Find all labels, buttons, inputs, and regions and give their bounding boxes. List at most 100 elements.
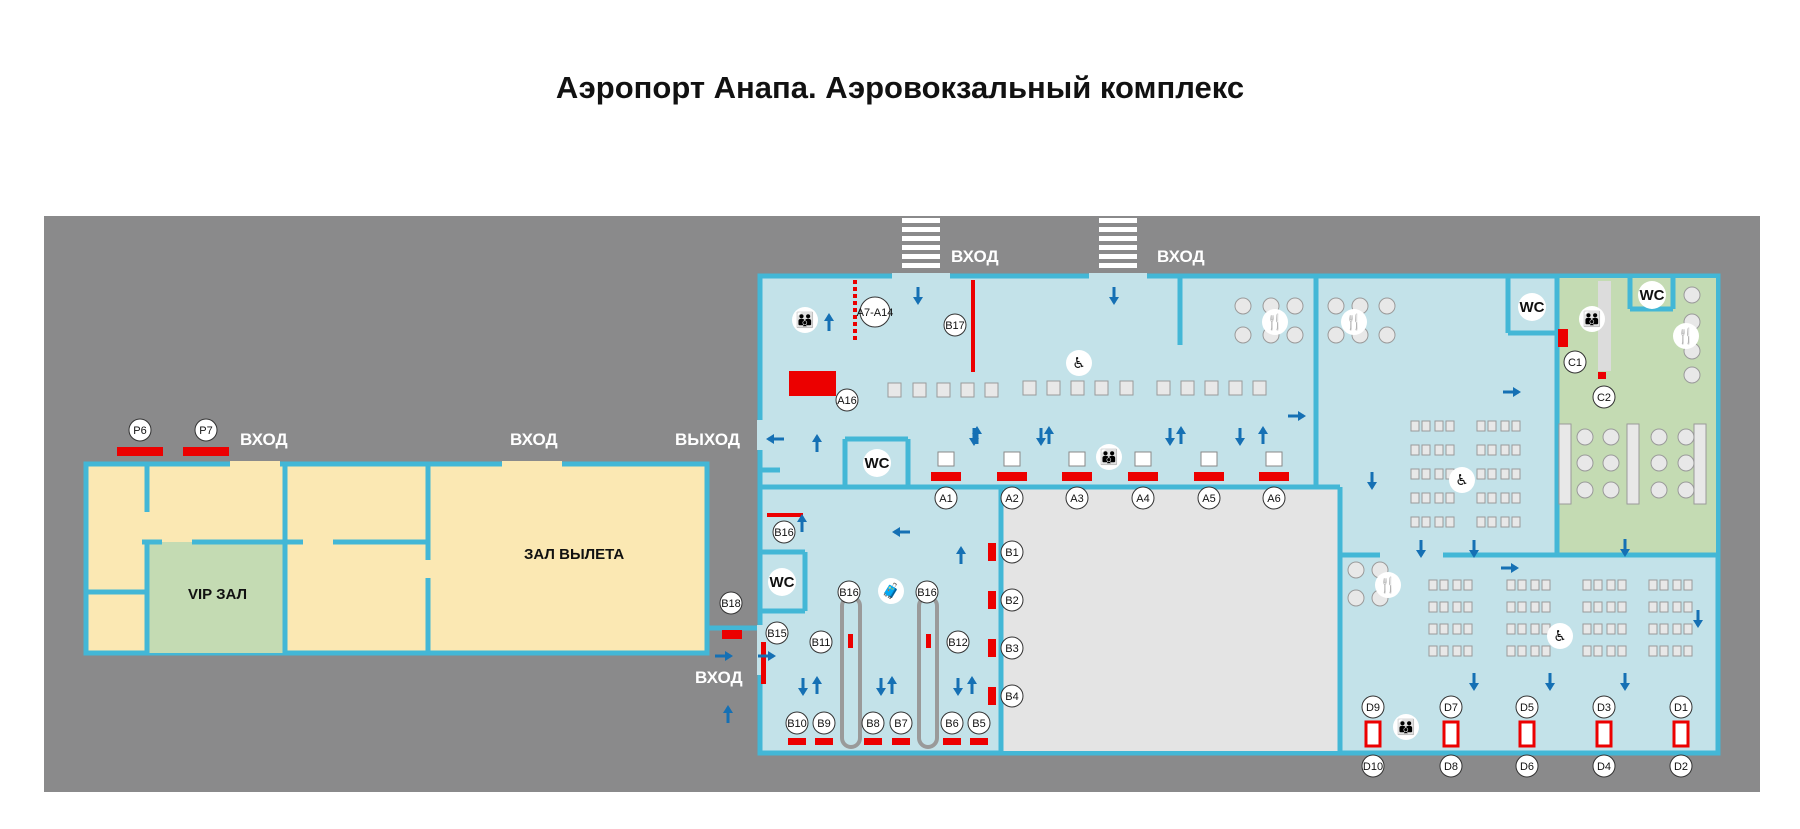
wc-badge-4: WC xyxy=(1638,281,1666,309)
gate-counter xyxy=(1595,720,1613,748)
kiosk xyxy=(1134,451,1152,467)
arrow-icon xyxy=(1367,472,1377,490)
svg-text:🍴: 🍴 xyxy=(1345,313,1364,331)
baby-room-icon: 👪 xyxy=(792,307,818,333)
seat xyxy=(1452,579,1462,591)
cafe-table xyxy=(1683,286,1701,304)
seat xyxy=(1517,601,1527,613)
wc-badge-1: WC xyxy=(863,449,891,477)
cafe-table xyxy=(1234,326,1252,344)
svg-text:D6: D6 xyxy=(1520,761,1534,773)
checkin-counter xyxy=(1062,472,1092,481)
svg-text:D1: D1 xyxy=(1674,702,1688,714)
seat xyxy=(1541,645,1551,657)
seat xyxy=(1530,645,1540,657)
seat xyxy=(1434,420,1444,432)
crosswalk-1 xyxy=(902,218,940,268)
seat xyxy=(1410,492,1420,504)
seat xyxy=(1421,492,1431,504)
gate-label: A4 xyxy=(1131,486,1155,510)
gate-label: B4 xyxy=(1000,684,1024,708)
gate-label: B10 xyxy=(785,711,809,735)
seat xyxy=(1517,579,1527,591)
arrow-icon xyxy=(797,514,807,532)
svg-text:A5: A5 xyxy=(1202,493,1215,505)
seat xyxy=(1506,645,1516,657)
seat xyxy=(1659,623,1669,635)
gate-counter xyxy=(943,738,961,745)
checkin-counter xyxy=(1259,472,1289,481)
gate-label: B17 xyxy=(943,313,967,337)
seat xyxy=(1022,380,1037,396)
arrow-icon xyxy=(1165,428,1175,446)
gate-label: A6 xyxy=(1262,486,1286,510)
arrow-icon xyxy=(1469,540,1479,558)
gate-label: B7 xyxy=(889,711,913,735)
svg-text:♿: ♿ xyxy=(1553,627,1566,645)
seat xyxy=(1463,601,1473,613)
seat xyxy=(1582,601,1592,613)
seat xyxy=(1506,579,1516,591)
kiosk xyxy=(1068,451,1086,467)
seat xyxy=(1606,579,1616,591)
gate-label: B15 xyxy=(765,621,789,645)
svg-text:A2: A2 xyxy=(1005,493,1018,505)
carousel-marker xyxy=(926,634,931,648)
cafe-table xyxy=(1576,454,1594,472)
gate-label: B16 xyxy=(772,520,796,544)
arrow-icon xyxy=(1693,610,1703,628)
svg-text:WC: WC xyxy=(1520,299,1545,316)
seat xyxy=(1410,444,1420,456)
arrow-icon xyxy=(1503,387,1521,397)
arrow-icon xyxy=(1469,673,1479,691)
seat xyxy=(1452,623,1462,635)
landside-door-gaps xyxy=(230,461,562,467)
counter-P7 xyxy=(183,447,229,456)
arrow-icon xyxy=(1620,539,1630,557)
cafe-table xyxy=(1378,326,1396,344)
seat xyxy=(1476,492,1486,504)
seat xyxy=(1439,579,1449,591)
arrow-icon xyxy=(766,434,784,444)
svg-text:A3: A3 xyxy=(1070,493,1083,505)
seat xyxy=(1421,468,1431,480)
gate-label: D6 xyxy=(1515,754,1539,778)
gate-label: B5 xyxy=(967,711,991,735)
seat xyxy=(1617,623,1627,635)
seat xyxy=(1511,468,1521,480)
seat xyxy=(1487,468,1497,480)
seat xyxy=(1517,645,1527,657)
gate-label: A1 xyxy=(934,486,958,510)
arrow-icon xyxy=(758,651,776,661)
seat xyxy=(984,382,999,398)
seat xyxy=(1617,601,1627,613)
svg-text:C1: C1 xyxy=(1568,357,1582,369)
svg-text:B15: B15 xyxy=(767,628,787,640)
arrow-icon xyxy=(969,428,979,446)
entrance-label-5: ВХОД xyxy=(695,668,743,687)
cafe-table xyxy=(1234,297,1252,315)
seat xyxy=(1434,492,1444,504)
seat xyxy=(1439,645,1449,657)
seat xyxy=(1672,579,1682,591)
svg-text:B16: B16 xyxy=(774,527,794,539)
baby-room-icon: 👪 xyxy=(1579,306,1605,332)
svg-text:B7: B7 xyxy=(894,718,907,730)
gate-counter xyxy=(892,738,910,745)
svg-text:B16: B16 xyxy=(917,587,937,599)
seat xyxy=(1421,420,1431,432)
entrance-label-2: ВХОД xyxy=(1157,247,1205,266)
seat xyxy=(1476,444,1486,456)
gate-label: C1 xyxy=(1563,350,1587,374)
cafe-table xyxy=(1650,428,1668,446)
seat xyxy=(1487,444,1497,456)
gate-label: P7 xyxy=(194,418,218,442)
svg-text:B8: B8 xyxy=(866,718,879,730)
gate-label: B16 xyxy=(915,580,939,604)
red-partitions xyxy=(722,280,1611,684)
arrow-icon xyxy=(967,676,977,694)
seat xyxy=(1428,645,1438,657)
gate-label: B6 xyxy=(940,711,964,735)
gate-counter xyxy=(788,738,806,745)
gate-label: B2 xyxy=(1000,588,1024,612)
